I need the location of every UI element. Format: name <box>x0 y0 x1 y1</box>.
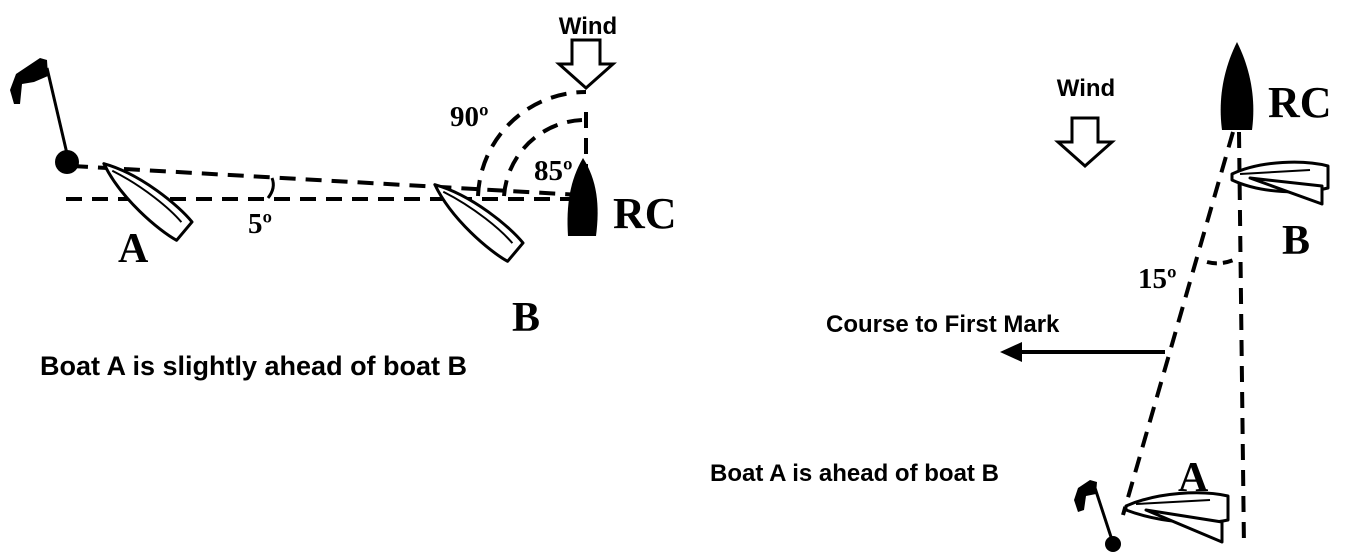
right-wind-reference-line <box>1237 131 1246 549</box>
right-boat-a-label: A <box>1178 455 1209 501</box>
arc-85 <box>502 118 583 197</box>
left-boat-a-label: A <box>118 226 149 272</box>
right-angle-15-label: 15º <box>1138 263 1177 295</box>
wind-arrow-icon <box>555 38 617 91</box>
arc-90 <box>476 90 587 197</box>
right-pin-flag-icon <box>1074 480 1114 541</box>
left-caption: Boat A is slightly ahead of boat B <box>40 351 467 381</box>
right-diagram <box>1000 42 1330 552</box>
right-boat-a-icon <box>1124 491 1230 544</box>
left-boat-b-label: B <box>512 295 540 341</box>
right-start-line <box>1121 131 1235 516</box>
right-boat-b-label: B <box>1282 218 1310 264</box>
arc-5 <box>266 177 275 199</box>
right-arc-15 <box>1206 256 1239 266</box>
pin-flag-icon <box>10 58 70 159</box>
right-wind-arrow-icon <box>1054 116 1116 169</box>
skewed-line <box>71 164 581 197</box>
boat-b-icon <box>433 183 525 263</box>
right-pin-end-buoy <box>1105 536 1121 552</box>
left-angle-5-label: 5º <box>248 208 272 240</box>
left-committee-label: RC <box>613 189 677 238</box>
right-committee-boat-icon <box>1220 42 1254 130</box>
left-wind-label: Wind <box>559 13 617 40</box>
left-angle-85-label: 85º <box>534 155 573 187</box>
left-diagram <box>10 38 617 263</box>
right-caption: Boat A is ahead of boat B <box>710 460 999 487</box>
right-boat-b-icon <box>1230 160 1330 206</box>
pin-end-buoy <box>55 150 79 174</box>
course-label: Course to First Mark <box>826 311 1060 338</box>
left-angle-90-label: 90º <box>450 101 489 133</box>
right-committee-label: RC <box>1268 78 1332 127</box>
committee-boat-icon <box>567 158 598 236</box>
course-arrow-icon <box>1000 342 1165 362</box>
right-wind-label: Wind <box>1057 75 1115 102</box>
boat-a-icon <box>102 162 194 242</box>
